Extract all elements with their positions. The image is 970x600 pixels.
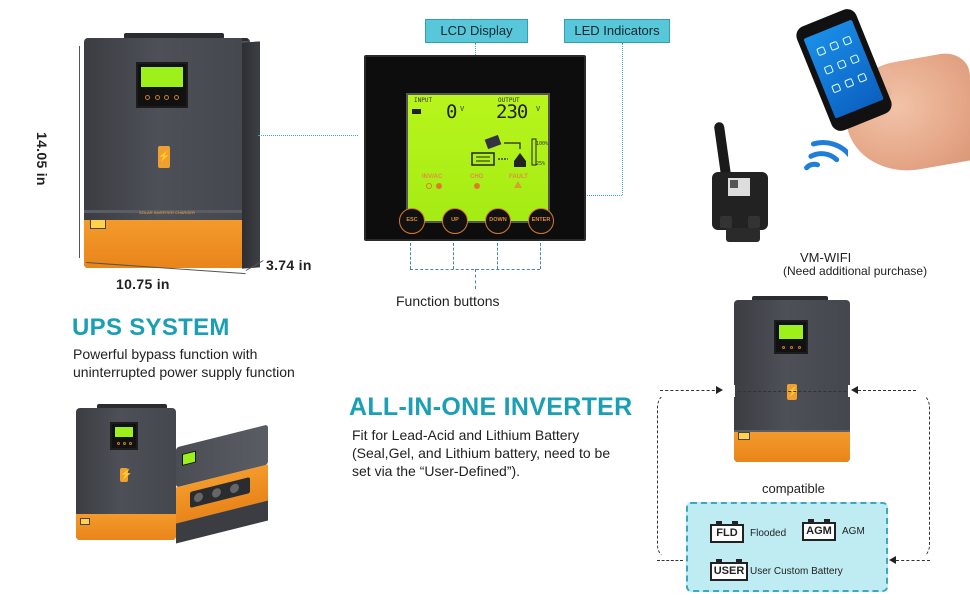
ups-line-2: uninterrupted power supply function xyxy=(73,364,295,380)
callout-line xyxy=(622,43,623,195)
esc-button[interactable]: ESC xyxy=(399,208,425,234)
lcd-screen: INPUT OUTPUT 0 V 230 V 100% 25% xyxy=(406,93,550,223)
ups-line-1: Powerful bypass function with xyxy=(73,346,258,362)
width-label: 10.75 in xyxy=(116,276,170,292)
allinone-line-2: (Seal,Gel, and Lithium battery, need to … xyxy=(352,445,611,461)
battery-name-agm: AGM xyxy=(842,526,865,537)
inverter-upright xyxy=(76,408,176,540)
vm-wifi-label: VM-WIFI xyxy=(800,250,852,265)
ups-title: UPS SYSTEM xyxy=(72,314,230,341)
lcd-output-unit: V xyxy=(536,105,541,113)
wifi-signal-icon xyxy=(804,140,848,171)
inverter-front: SOLAR INVERTER CHARGER xyxy=(84,38,250,268)
fn-bracket-line xyxy=(475,269,476,289)
arrow-right-icon xyxy=(716,386,723,394)
lcd-pct-high: 100% xyxy=(536,141,549,147)
arrow-left-icon xyxy=(851,386,858,394)
down-button[interactable]: DOWN xyxy=(485,208,511,234)
function-buttons-label: Function buttons xyxy=(396,293,500,309)
led-label-chg: CHG xyxy=(470,174,484,180)
lcd-pct-low: 25% xyxy=(536,161,546,167)
enter-button[interactable]: ENTER xyxy=(528,208,554,234)
wifi-dongle-image xyxy=(712,122,768,242)
loop-top-right xyxy=(858,390,916,391)
led-label-fault: FAULT xyxy=(509,174,528,180)
inverter-lying xyxy=(176,424,268,544)
connector-line xyxy=(258,135,358,136)
allinone-title: ALL-IN-ONE INVERTER xyxy=(349,393,633,421)
battery-tag-agm: AGM xyxy=(802,519,836,541)
height-dimension-line xyxy=(79,46,80,258)
led-indicators-callout: LED Indicators xyxy=(564,19,670,43)
lcd-output-value: 230 xyxy=(496,101,528,123)
battery-name-flooded: Flooded xyxy=(750,528,787,539)
bolt-icon xyxy=(787,384,797,400)
battery-icon xyxy=(412,109,421,114)
up-button[interactable]: UP xyxy=(442,208,468,234)
inverter-right xyxy=(734,300,850,462)
compatible-label: compatible xyxy=(762,481,825,496)
bolt-icon xyxy=(158,146,170,168)
led-inv-dot-2 xyxy=(436,183,442,189)
bolt-icon xyxy=(120,468,128,482)
allinone-line-3: set via the “User-Defined”). xyxy=(352,463,521,479)
lcd-input-label: INPUT xyxy=(414,97,433,104)
caution-label xyxy=(90,219,106,229)
mounting-bracket xyxy=(124,33,224,39)
fault-warning-icon xyxy=(514,181,522,188)
compatible-batteries-box: FLD Flooded AGM AGM USER User Custom Bat… xyxy=(686,502,888,592)
fn-bracket-line xyxy=(497,243,498,269)
fn-bracket-line xyxy=(540,243,541,269)
energy-flow-icon xyxy=(471,135,537,167)
inverter-lcd xyxy=(136,62,188,108)
led-inv-dot-1 xyxy=(426,183,432,189)
arrow-left-icon xyxy=(889,556,896,564)
height-label: 14.05 in xyxy=(34,132,50,186)
loop-top-left xyxy=(660,390,720,391)
loop-bottom-left xyxy=(657,560,683,561)
led-chg xyxy=(474,183,480,189)
vm-wifi-note: (Need additional purchase) xyxy=(783,264,928,278)
fn-bracket-line xyxy=(410,243,411,269)
loop-bottom-right xyxy=(896,560,930,561)
battery-tag-user: USER xyxy=(710,559,748,581)
lcd-input-value: 0 xyxy=(446,101,457,123)
fn-bracket-line xyxy=(453,243,454,269)
depth-label: 3.74 in xyxy=(266,257,312,273)
device-label: SOLAR INVERTER CHARGER xyxy=(139,210,195,215)
battery-name-user-custom: User Custom Battery xyxy=(750,566,843,577)
lcd-output-label: OUTPUT xyxy=(498,97,520,104)
battery-tag-fld: FLD xyxy=(710,521,744,543)
lcd-panel: INPUT OUTPUT 0 V 230 V 100% 25% INV/AC C… xyxy=(364,55,586,241)
lcd-input-unit: V xyxy=(460,105,465,113)
lcd-display-callout: LCD Display xyxy=(425,19,528,43)
allinone-line-1: Fit for Lead-Acid and Lithium Battery xyxy=(352,427,580,443)
led-label-inv-ac: INV/AC xyxy=(422,174,443,180)
